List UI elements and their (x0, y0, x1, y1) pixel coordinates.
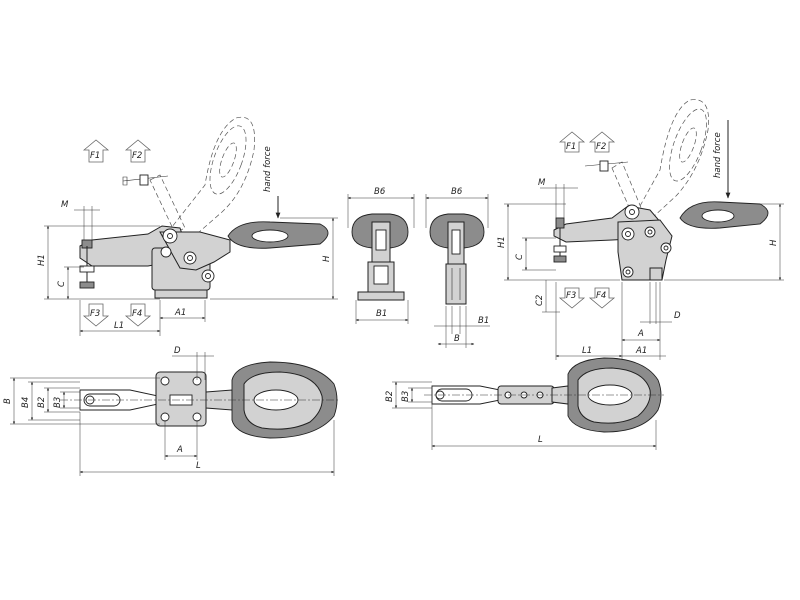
force-f3-label: F3 (90, 309, 100, 319)
label-D-right: D (674, 311, 681, 321)
label-B3-top-right: B3 (401, 391, 411, 402)
ghost-spindle (122, 174, 169, 186)
label-D-top-left: D (174, 346, 181, 356)
force-f4-label: F4 (132, 309, 142, 319)
label-B1-front1: B1 (376, 309, 387, 319)
label-H-left: H (322, 255, 332, 262)
label-B2-top-right: B2 (385, 391, 395, 402)
label-H-right: H (769, 239, 779, 246)
label-L1-right: L1 (582, 346, 592, 356)
front-view-2: B6 B1 B (425, 187, 490, 348)
label-L-top-left: L (196, 461, 201, 471)
label-B6-front2: B6 (451, 187, 463, 197)
force-f1-label-right: F1 (566, 142, 576, 152)
force-arrow-f2-left: F2 (124, 139, 152, 163)
label-B6-front1: B6 (374, 187, 386, 197)
front-view-1: B6 B1 (347, 187, 415, 324)
label-L-top-right: L (538, 435, 543, 445)
force-f3-label-right: F3 (566, 291, 576, 301)
force-f2-label: F2 (132, 151, 142, 161)
label-C-left: C (57, 281, 67, 287)
label-B-front2: B (454, 334, 460, 344)
hand-force-label-left: hand force (263, 146, 273, 192)
label-C2-right: C2 (535, 295, 545, 306)
hand-force-label-right: hand force (713, 132, 723, 178)
force-arrow-f4-right: F4 (588, 287, 616, 309)
left-top-view: B B4 B2 B3 D A L (3, 346, 340, 476)
label-C-right: C (515, 254, 525, 260)
label-B-top-left: B (3, 398, 13, 404)
force-arrow-f3-right: F3 (558, 287, 586, 309)
left-side-view: H1 C H M L1 A1 hand force F1 F2 F3 F4 (37, 116, 338, 336)
label-B3-top-left: B3 (53, 397, 63, 408)
force-arrow-f3-left: F3 (82, 303, 110, 327)
label-B1-front2: B1 (478, 316, 489, 326)
right-top-view: B2 B3 L (385, 357, 664, 450)
label-M-left: M (61, 200, 69, 210)
force-arrow-f2-right: F2 (588, 131, 616, 153)
force-f2-label-right: F2 (596, 142, 606, 152)
label-L1-left: L1 (114, 321, 124, 331)
label-M-right: M (538, 178, 546, 188)
label-A1-right: A1 (635, 346, 647, 356)
right-side-view: hand force H1 C C2 H M L1 A1 A D (497, 99, 784, 360)
label-B2-top-left: B2 (37, 397, 47, 408)
label-B4-top-left: B4 (21, 397, 31, 408)
label-A1-left: A1 (174, 308, 186, 318)
label-H1-left: H1 (37, 254, 47, 266)
force-arrow-f1-left: F1 (82, 139, 110, 163)
label-A-right: A (637, 329, 644, 339)
label-H1-right: H1 (497, 236, 507, 248)
force-arrow-f4-left: F4 (124, 303, 152, 327)
force-f4-label-right: F4 (596, 291, 606, 301)
force-f1-label: F1 (90, 151, 100, 161)
force-arrow-f1-right: F1 (558, 131, 586, 153)
label-A-top-left: A (176, 445, 183, 455)
ghost-spindle-right (584, 160, 629, 172)
